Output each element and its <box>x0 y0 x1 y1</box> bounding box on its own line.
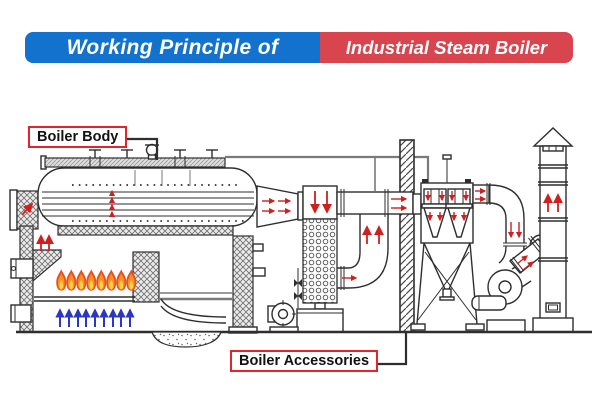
chimney-cap <box>532 127 574 147</box>
furnace <box>10 225 266 334</box>
cyclone <box>421 188 449 238</box>
steam-pipe <box>225 155 430 191</box>
boiler-drum <box>37 167 258 227</box>
flange-joint <box>538 257 568 262</box>
title-left-text: Working Principle of <box>66 35 279 59</box>
cyclone <box>445 188 473 238</box>
support-legs <box>410 242 485 331</box>
boiler-room-wall <box>399 139 415 333</box>
ash-discharge-pipe <box>160 298 227 324</box>
second-pass-floor <box>159 292 233 301</box>
valve <box>174 149 186 168</box>
dust-collector <box>410 154 485 331</box>
cleanout-door <box>545 302 561 313</box>
boiler-body-leader-line <box>123 137 159 160</box>
chimney <box>532 127 574 333</box>
boiler-accessories-label: Boiler Accessories <box>230 350 379 372</box>
furnace-pier <box>132 251 160 303</box>
valve <box>206 149 218 158</box>
title-banner: Working Principle of Industrial Steam Bo… <box>25 32 573 63</box>
boiler-accessories-leader-line <box>369 332 408 366</box>
valve <box>89 149 101 168</box>
title-right-text: Industrial Steam Boiler <box>345 36 548 58</box>
riser-duct <box>337 214 389 290</box>
flue-outlet-cone <box>256 185 304 228</box>
grate <box>34 296 135 302</box>
air-flow-arrows <box>55 308 135 327</box>
access-door <box>10 304 32 323</box>
access-door <box>10 258 34 279</box>
rear-wall <box>232 235 254 333</box>
title-banner-left: Working Principle of <box>25 32 320 63</box>
flange-joint <box>538 217 568 222</box>
front-smokebox <box>9 189 39 231</box>
boiler-body-assembly <box>9 143 430 334</box>
flue-gas-ducts <box>336 189 414 290</box>
feed-pump <box>267 300 299 333</box>
valve <box>121 149 133 158</box>
steam-header <box>40 143 226 186</box>
title-banner-right: Industrial Steam Boiler <box>320 32 573 63</box>
ash-mound <box>151 331 222 348</box>
dust-hopper <box>423 242 471 301</box>
flange-joint <box>538 181 568 186</box>
boiler-body-label: Boiler Body <box>28 126 128 148</box>
economizer <box>294 185 344 333</box>
furnace-flames <box>56 269 137 291</box>
induced-draft-fan <box>471 269 532 333</box>
drain-valve <box>294 268 302 308</box>
flange-joint <box>538 164 568 169</box>
chimney-base <box>532 317 574 333</box>
